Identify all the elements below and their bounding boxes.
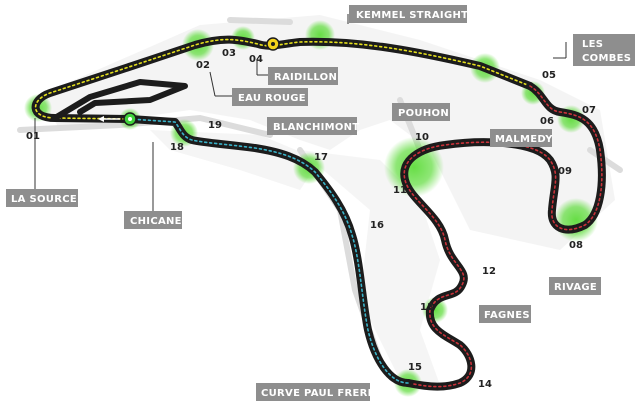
svg-text:LES: LES: [582, 39, 603, 50]
corner-number-09: 09: [558, 166, 572, 177]
svg-text:CHICANE: CHICANE: [130, 216, 182, 227]
corner-number-19: 19: [208, 120, 222, 131]
label-blanchimont: BLANCHIMONT: [267, 117, 359, 135]
label-eau-rouge: EAU ROUGE: [232, 88, 308, 106]
corner-number-07: 07: [582, 105, 596, 116]
svg-text:BLANCHIMONT: BLANCHIMONT: [273, 122, 359, 133]
label-raidillon: RAIDILLON: [268, 67, 338, 85]
svg-text:CURVE PAUL FRERE: CURVE PAUL FRERE: [261, 388, 375, 399]
corner-number-01: 01: [26, 131, 40, 142]
direction-arrow-icon: [98, 116, 120, 122]
corner-number-03: 03: [222, 48, 236, 59]
speed-trap-marker-icon: [266, 37, 280, 51]
track-sector-1: [31, 35, 534, 123]
label-la-source: LA SOURCE: [6, 189, 78, 207]
corner-number-02: 02: [196, 60, 210, 71]
svg-text:RAIDILLON: RAIDILLON: [274, 72, 337, 83]
svg-text:LA SOURCE: LA SOURCE: [11, 194, 77, 205]
corner-number-14: 14: [478, 379, 492, 390]
corner-number-16: 16: [370, 220, 384, 231]
label-rivage: RIVAGE: [549, 277, 601, 295]
label-kemmel-straight: KEMMEL STRAIGHT: [349, 5, 468, 23]
label-chicane: CHICANE: [124, 211, 182, 229]
svg-text:RIVAGE: RIVAGE: [554, 282, 597, 293]
start-finish-marker-icon: [123, 112, 137, 126]
label-curve-paul-frere: CURVE PAUL FRERE: [256, 383, 375, 401]
corner-number-17: 17: [314, 152, 328, 163]
svg-text:EAU ROUGE: EAU ROUGE: [238, 93, 306, 104]
label-malmedy: MALMEDY: [490, 129, 553, 147]
label-fagnes: FAGNES: [479, 305, 531, 323]
label-les-combes: LES COMBES: [573, 34, 635, 66]
corner-number-08: 08: [569, 240, 583, 251]
svg-text:COMBES: COMBES: [582, 53, 631, 64]
svg-text:KEMMEL STRAIGHT: KEMMEL STRAIGHT: [356, 10, 468, 21]
corner-number-13: 13: [420, 302, 434, 313]
svg-text:POUHON: POUHON: [398, 108, 449, 119]
track-sector-2: [400, 82, 606, 391]
label-pouhon: POUHON: [392, 103, 450, 121]
corner-number-04: 04: [249, 54, 263, 65]
corner-number-15: 15: [408, 362, 422, 373]
corner-number-10: 10: [415, 132, 429, 143]
corner-labels: KEMMEL STRAIGHT LES COMBES RAIDILLON EAU…: [6, 5, 635, 401]
corner-number-11: 11: [393, 185, 407, 196]
corner-number-18: 18: [170, 142, 184, 153]
track-sector-3: [126, 115, 412, 387]
corner-number-05: 05: [542, 70, 556, 81]
corner-number-12: 12: [482, 266, 496, 277]
corner-numbers: 01 02 03 04 05 06 07 08 09 10 11 12 13 1…: [26, 48, 596, 390]
svg-text:MALMEDY: MALMEDY: [495, 134, 553, 145]
corner-number-06: 06: [540, 116, 554, 127]
label-leader-lines: [34, 14, 567, 213]
svg-text:FAGNES: FAGNES: [484, 310, 530, 321]
